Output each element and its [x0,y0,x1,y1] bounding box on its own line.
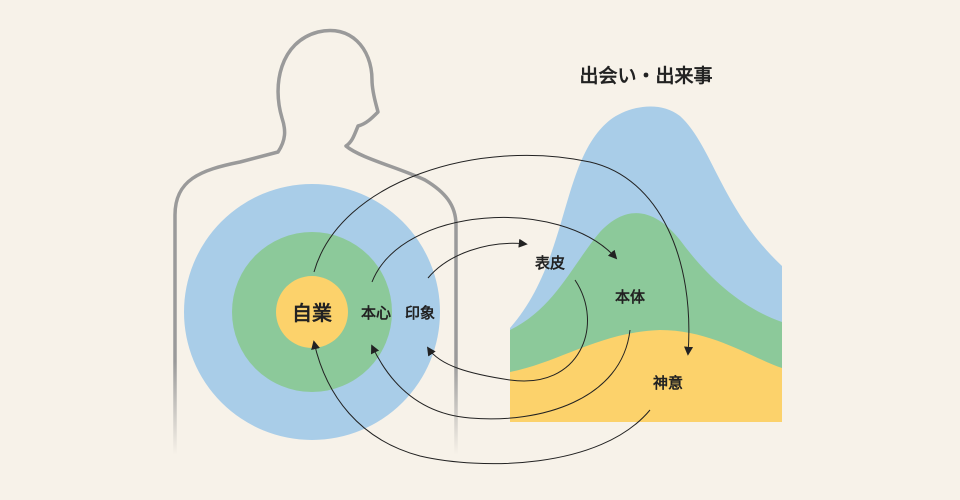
mountain-top-label: 表皮 [535,254,565,272]
core-label: 自業 [292,301,333,325]
diagram-title: 出会い・出来事 [579,64,712,87]
person-silhouette [173,28,458,457]
arrow-middle-layer-to-body [371,216,618,283]
arrow-core-to-divine [313,154,694,356]
outer-layer-label: 印象 [405,304,435,322]
middle-layer-label: 本心 [361,304,391,322]
core-circle [276,276,348,348]
arrow-surface-to-outer-layer [427,279,588,382]
mountain-graph [510,106,782,422]
mountain-core-layer [510,330,782,422]
mountain-middle-label: 本体 [615,288,646,306]
arrow-outer-layer-to-surface [427,238,528,279]
arrow-body-to-middle-layer [371,329,631,420]
arrow-divine-to-core [311,340,651,465]
mountain-bottom-label: 神意 [653,374,683,392]
